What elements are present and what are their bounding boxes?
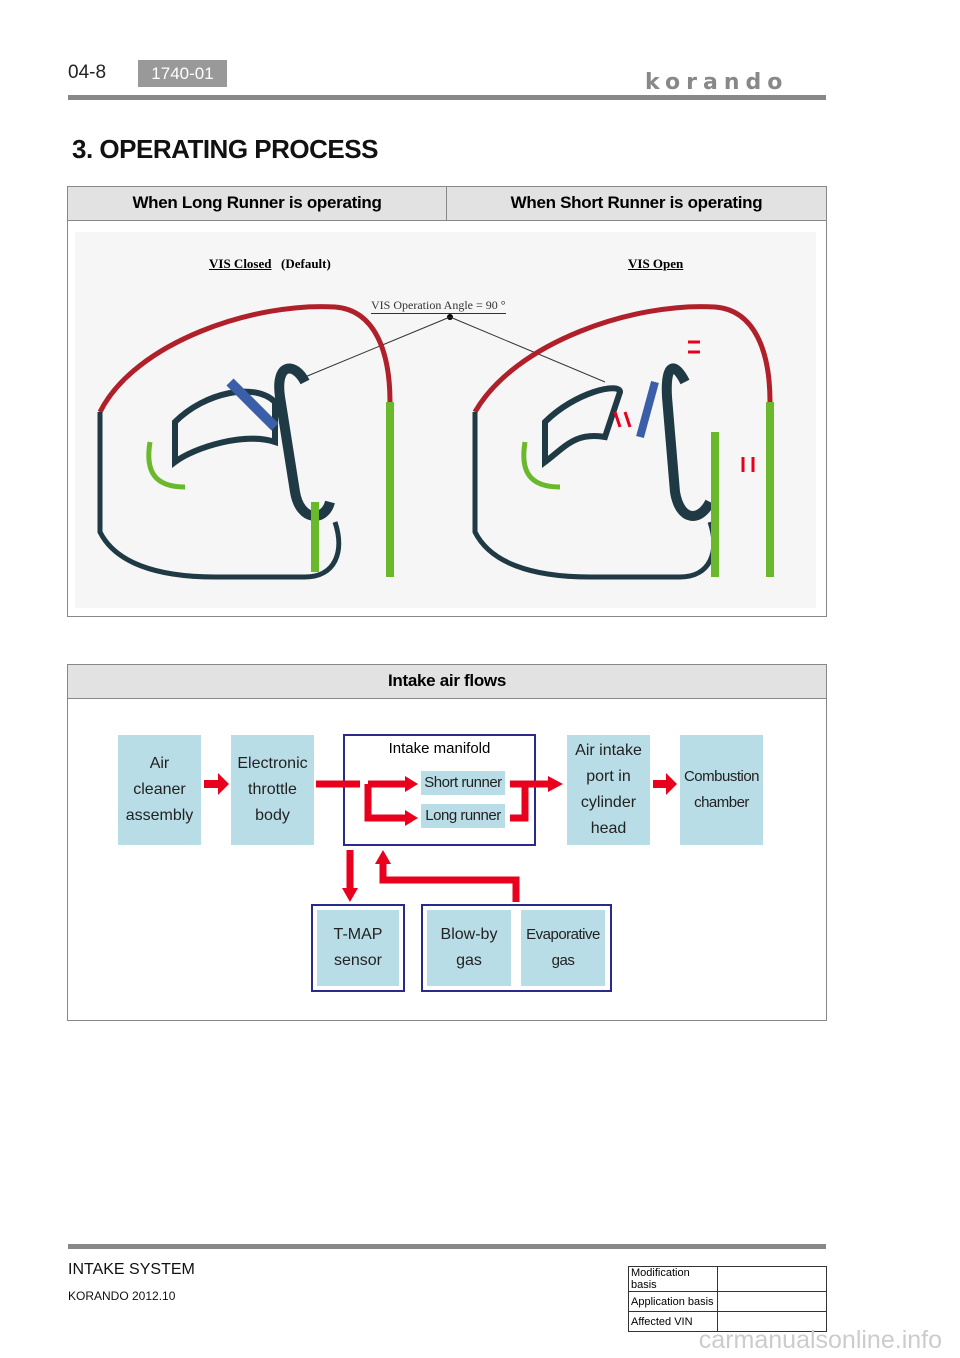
short-runner-box: Short runner <box>421 771 505 795</box>
application-basis-label: Application basis <box>628 1291 718 1312</box>
intake-flow-header: Intake air flows <box>68 665 826 699</box>
modification-basis-value <box>717 1266 827 1292</box>
footer-model: KORANDO 2012.10 <box>68 1289 176 1303</box>
manifold-closed <box>97 304 394 580</box>
header-short-runner: When Short Runner is operating <box>447 187 826 221</box>
modification-basis-label: Modification basis <box>628 1266 718 1292</box>
vis-default-label: (Default) <box>281 256 331 271</box>
vis-closed-label: VIS Closed <box>209 256 272 271</box>
operating-table: When Long Runner is operating When Short… <box>67 186 827 617</box>
header-long-runner: When Long Runner is operating <box>68 187 447 221</box>
affected-vin-value <box>717 1311 827 1332</box>
vis-angle-label: VIS Operation Angle = 90 ° <box>371 298 506 314</box>
evaporative-gas-box: Evaporative gas <box>521 910 605 986</box>
footer-rule <box>68 1244 826 1249</box>
header-rule <box>68 95 826 100</box>
air-intake-port-box: Air intake port in cylinder head <box>567 735 650 845</box>
section-code-badge: 1740-01 <box>138 60 227 87</box>
tmap-sensor-box: T-MAP sensor <box>317 910 399 986</box>
watermark: carmanualsonline.info <box>698 1326 942 1354</box>
intake-flow-table: Intake air flows <box>67 664 827 1021</box>
vis-diagram: VIS Closed (Default) VIS Open VIS Operat… <box>75 232 816 608</box>
gas-frame <box>421 904 612 992</box>
footer-system: INTAKE SYSTEM <box>68 1261 195 1278</box>
manifold-open <box>472 304 774 580</box>
section-title: 3. OPERATING PROCESS <box>72 134 378 164</box>
intake-manifold-drawings <box>97 304 774 580</box>
vis-open-label: VIS Open <box>628 256 684 271</box>
modification-table: Modification basis Application basis Aff… <box>628 1266 827 1332</box>
tmap-frame <box>311 904 405 992</box>
affected-vin-label: Affected VIN <box>628 1311 718 1332</box>
long-runner-box: Long runner <box>421 804 505 828</box>
brand-logo: korando <box>645 70 789 95</box>
intake-manifold-label: Intake manifold <box>388 740 491 757</box>
air-cleaner-box: Air cleaner assembly <box>118 735 201 845</box>
page-number: 04-8 <box>68 62 107 83</box>
application-basis-value <box>717 1291 827 1312</box>
combustion-chamber-box: Combustion chamber <box>680 735 763 845</box>
throttle-body-box: Electronic throttle body <box>231 735 314 845</box>
blowby-gas-box: Blow-by gas <box>427 910 511 986</box>
